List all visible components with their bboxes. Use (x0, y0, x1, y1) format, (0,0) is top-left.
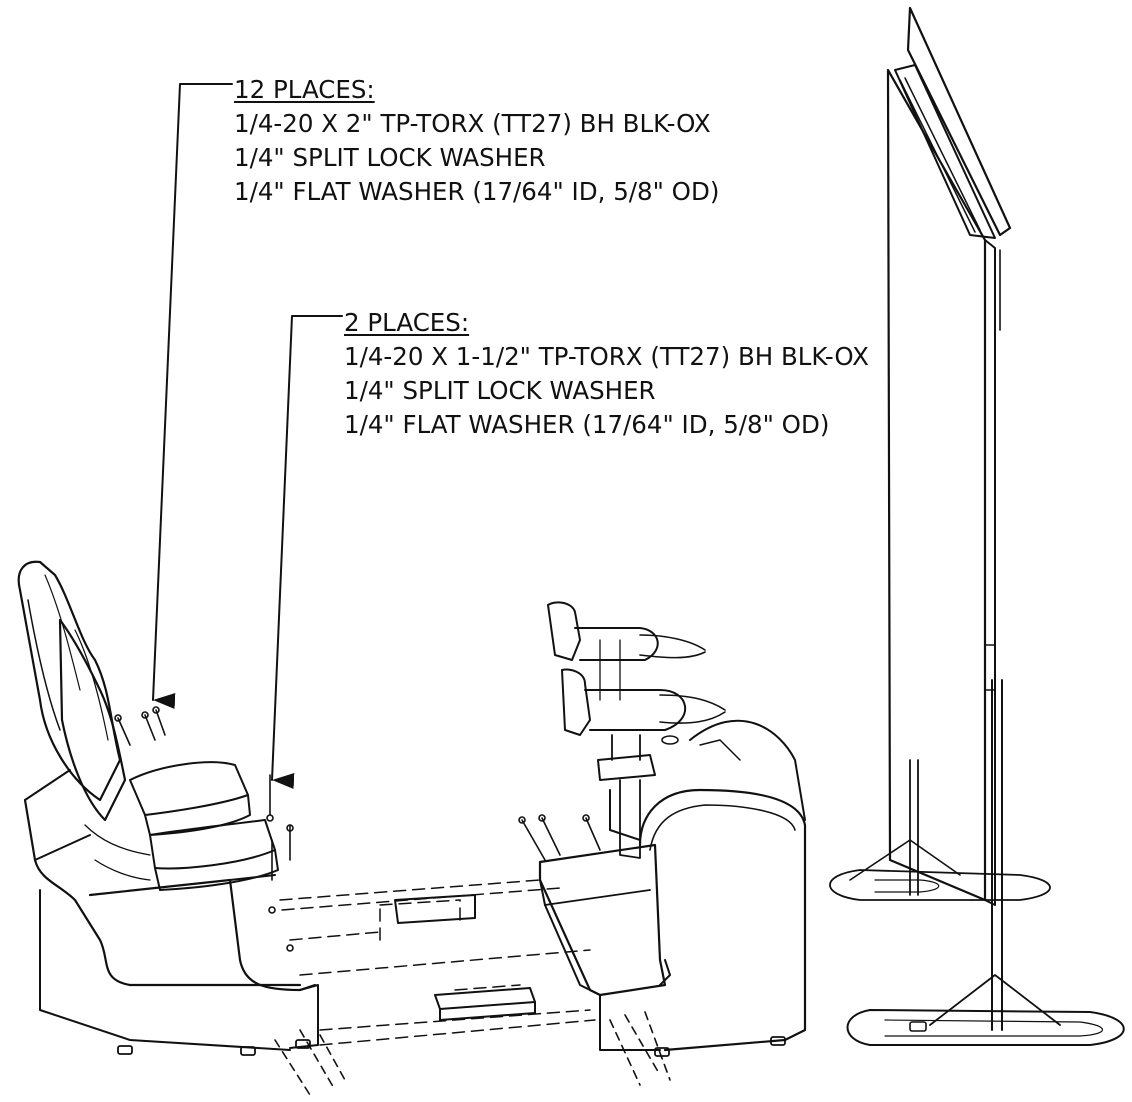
bolt-group-console-bottom (609, 1011, 671, 1086)
leader-2-places (271, 315, 343, 789)
callout-line: 1/4-20 X 1-1/2" TP-TORX (TT27) BH BLK-OX (344, 342, 869, 371)
lower-bracket (394, 894, 536, 1021)
leader-12-places (152, 83, 233, 709)
callout-heading: 2 PLACES: (344, 308, 470, 337)
callout-line: 1/4" FLAT WASHER (17/64" ID, 5/8" OD) (234, 177, 720, 206)
bolt-group-seat-bottom (274, 1029, 346, 1096)
connecting-brackets (279, 879, 596, 1046)
callout-12-places: 12 PLACES: 1/4-20 X 2" TP-TORX (TT27) BH… (234, 73, 719, 209)
monitor-stand (829, 6, 1125, 1046)
control-console (538, 601, 807, 1057)
callout-2-places: 2 PLACES: 1/4-20 X 1-1/2" TP-TORX (TT27)… (344, 306, 869, 442)
callout-heading: 12 PLACES: (234, 75, 375, 104)
callout-line: 1/4" FLAT WASHER (17/64" ID, 5/8" OD) (344, 410, 830, 439)
bolt-group-seat-top (114, 706, 294, 952)
callout-line: 1/4-20 X 2" TP-TORX (TT27) BH BLK-OX (234, 109, 711, 138)
hardware-bolts (114, 706, 671, 1096)
callout-line: 1/4" SPLIT LOCK WASHER (344, 376, 656, 405)
seat-assembly (17, 560, 319, 1056)
callout-line: 1/4" SPLIT LOCK WASHER (234, 143, 546, 172)
bolt-group-console-top (518, 814, 601, 861)
